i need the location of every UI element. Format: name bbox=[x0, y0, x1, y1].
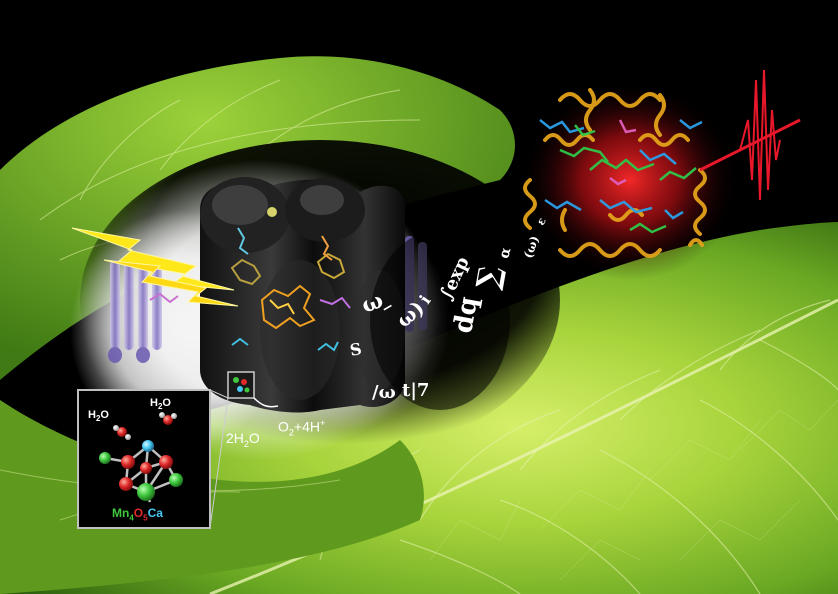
x-ray-pulse-icon bbox=[699, 69, 801, 201]
math-glyph: /ω bbox=[372, 382, 396, 403]
math-glyph: t|7 bbox=[402, 380, 430, 401]
water-label-right: H2O bbox=[150, 397, 171, 412]
lightning-bolt-icon bbox=[71, 227, 239, 307]
oec-site-box bbox=[227, 371, 255, 399]
xray-region bbox=[520, 80, 740, 280]
product-label: O2+4H+ bbox=[278, 418, 326, 438]
reactant-label: 2H2O bbox=[226, 430, 260, 449]
protein-crystal-structure bbox=[523, 88, 707, 258]
membrane-helices-left bbox=[108, 255, 162, 363]
water-label-left: H2O bbox=[88, 409, 109, 424]
reaction-arrow bbox=[253, 397, 279, 408]
zoom-line-top bbox=[209, 389, 229, 399]
cluster-label: Mn4O5Ca bbox=[112, 506, 163, 523]
math-backdrop bbox=[370, 230, 510, 410]
pigment-cofactors bbox=[149, 227, 351, 352]
photosystem-complex bbox=[200, 177, 406, 413]
inset-panel bbox=[77, 389, 211, 529]
math-glyph: dq bbox=[448, 294, 485, 336]
oec-mini-cluster bbox=[233, 377, 250, 393]
zoom-line-bottom bbox=[209, 397, 229, 529]
